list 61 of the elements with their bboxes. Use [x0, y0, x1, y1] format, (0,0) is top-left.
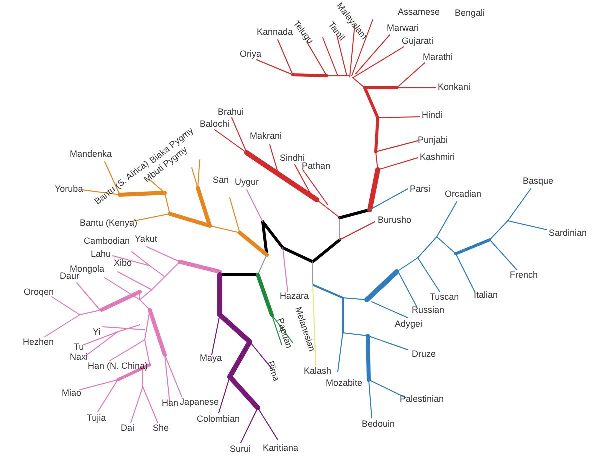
population-label: Brahui	[218, 108, 244, 117]
population-label: Xibo	[114, 259, 132, 268]
population-label: French	[510, 271, 538, 280]
population-label: Miao	[62, 389, 82, 398]
population-label: Mongola	[70, 265, 105, 274]
population-label: Sindhi	[280, 154, 306, 163]
population-label: Hindi	[422, 111, 443, 120]
population-label: Papuan	[275, 317, 294, 350]
population-label: She	[153, 424, 170, 433]
population-label: Hazara	[280, 292, 310, 301]
population-label: Palestinian	[400, 395, 444, 404]
population-label: Karitiana	[263, 444, 299, 453]
population-label: Tuscan	[430, 293, 460, 302]
population-label: Gujarati	[402, 37, 434, 46]
population-label: Yi	[93, 328, 101, 337]
population-label: Surui	[230, 445, 252, 454]
population-label: Assamese	[398, 8, 440, 17]
population-label: Basque	[523, 177, 554, 186]
population-label: Punjabi	[418, 136, 448, 145]
population-label: Dai	[121, 424, 135, 433]
population-label: Bantu (Kenya)	[80, 219, 138, 228]
population-label: Han (N. China)	[88, 362, 148, 371]
population-label: Italian	[474, 291, 498, 300]
population-label: Mandenka	[70, 150, 112, 159]
population-label: Russian	[412, 306, 445, 315]
population-label: Adygei	[395, 320, 423, 329]
population-label: Tu	[74, 343, 84, 352]
population-label: Yakut	[135, 235, 158, 244]
population-label: Maya	[200, 354, 222, 363]
population-label: Hezhen	[23, 338, 54, 347]
population-label: Pima	[266, 360, 281, 383]
population-label: Konkani	[438, 83, 471, 92]
population-label: Oroqen	[24, 288, 54, 297]
population-label: Naxi	[70, 353, 88, 362]
population-label: Marwari	[387, 24, 420, 33]
population-label: Sardinian	[549, 229, 588, 238]
population-label: Han	[162, 399, 179, 408]
population-label: Kannada	[257, 28, 294, 37]
population-label: Balochi	[200, 120, 230, 129]
population-label: Kashmiri	[420, 153, 456, 162]
population-label: Cambodian	[84, 237, 130, 246]
population-label: Yoruba	[55, 185, 84, 194]
population-label: Japanese	[180, 398, 220, 407]
population-label: Bengali	[455, 9, 486, 18]
population-label: Oriya	[240, 50, 262, 59]
population-label: Mozabite	[326, 379, 363, 388]
population-label: Pathan	[302, 162, 331, 171]
population-label: Orcadian	[445, 190, 482, 199]
population-label: Colombian	[197, 415, 240, 424]
population-label: Burusho	[378, 216, 412, 225]
population-label: Druze	[412, 350, 436, 359]
population-label: Uygur	[235, 178, 260, 187]
population-label: Bedouin	[362, 420, 396, 429]
population-label: Parsi	[410, 185, 431, 194]
population-label: Lahu	[91, 250, 112, 259]
population-label: Daur	[60, 272, 80, 281]
population-label: Kalash	[304, 367, 332, 376]
population-label: Makrani	[250, 132, 282, 141]
population-label: San	[213, 176, 230, 185]
population-label: Tujia	[87, 414, 106, 423]
population-label: Marathi	[423, 53, 454, 62]
